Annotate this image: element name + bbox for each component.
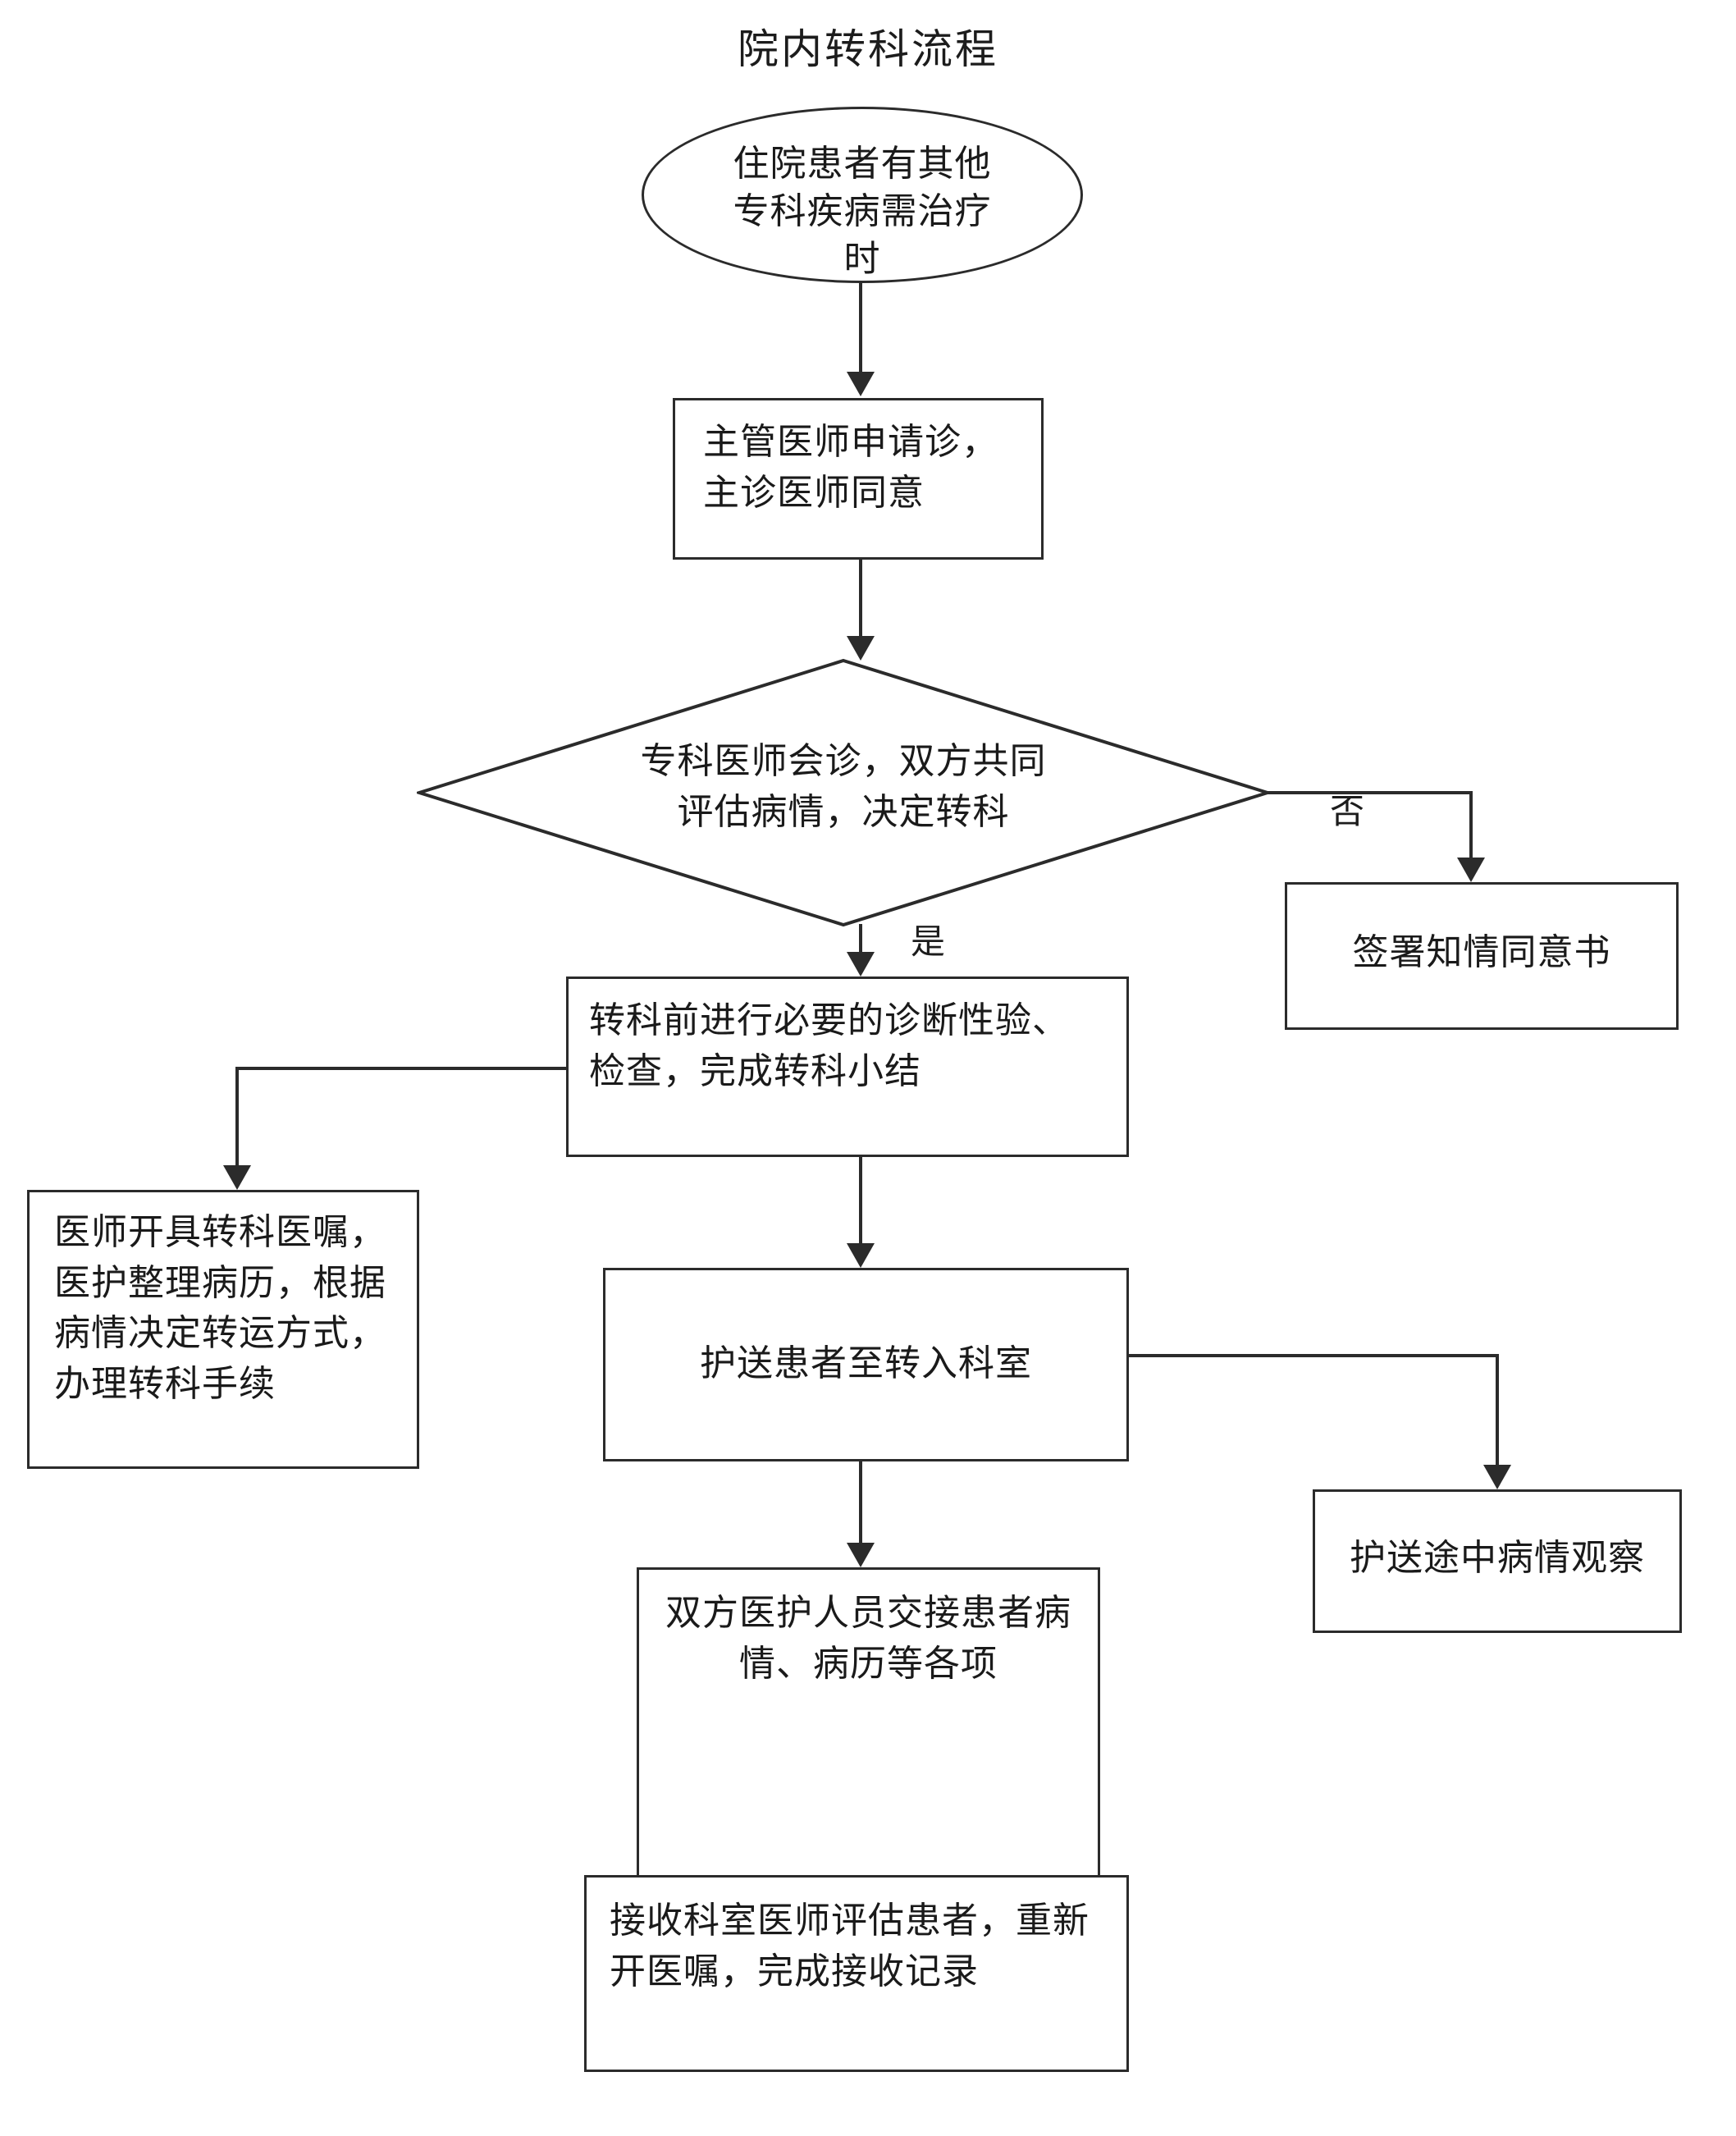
connector-escort-to-observe-vertical <box>1496 1354 1499 1465</box>
edge-label-no: 否 <box>1330 794 1366 831</box>
arrowhead-pretest-to-orders <box>223 1165 251 1190</box>
node-orders-label: 医师开具转科医嘱， 医护整理病历，根据 病情决定转运方式， 办理转科手续 <box>54 1212 386 1404</box>
connector-pretest-to-escort <box>859 1157 862 1243</box>
node-observe-label: 护送途中病情观察 <box>1350 1538 1645 1578</box>
connector-decide-to-consent-horizontal <box>1268 791 1473 794</box>
arrowhead-start-to-apply <box>847 372 875 396</box>
connector-pretest-to-orders-horizontal <box>235 1067 568 1070</box>
node-receive-label: 接收科室医师评估患者，重新 开医嘱，完成接收记录 <box>610 1900 1090 1992</box>
node-escort-label: 护送患者至转入科室 <box>700 1343 1032 1384</box>
arrowhead-decide-to-pretest <box>847 952 875 977</box>
connector-pretest-to-orders-vertical <box>235 1067 239 1165</box>
node-observe[interactable]: 护送途中病情观察 <box>1313 1489 1682 1633</box>
connector-decide-to-pretest <box>859 924 862 952</box>
node-pretest[interactable]: 转科前进行必要的诊断性验、 检查，完成转科小结 <box>566 977 1129 1157</box>
connector-apply-to-decide <box>859 560 862 636</box>
node-start[interactable]: 住院患者有其他 专科疾病需治疗 时 <box>642 107 1083 283</box>
edge-label-yes: 是 <box>911 924 947 962</box>
arrowhead-apply-to-decide <box>847 636 875 661</box>
node-orders[interactable]: 医师开具转科医嘱， 医护整理病历，根据 病情决定转运方式， 办理转科手续 <box>27 1190 419 1469</box>
node-handover-label: 双方医护人员交接患者病 情、病历等各项 <box>665 1593 1071 1684</box>
node-receive[interactable]: 接收科室医师评估患者，重新 开医嘱，完成接收记录 <box>584 1875 1129 2072</box>
connector-escort-to-handover <box>859 1461 862 1543</box>
connector-decide-to-consent-vertical <box>1469 791 1473 858</box>
connector-escort-to-observe-horizontal <box>1128 1354 1499 1357</box>
arrowhead-escort-to-observe <box>1483 1465 1511 1489</box>
node-start-label: 住院患者有其他 专科疾病需治疗 时 <box>733 144 992 280</box>
node-consent[interactable]: 签署知情同意书 <box>1285 882 1679 1030</box>
arrowhead-pretest-to-escort <box>847 1243 875 1268</box>
node-decide[interactable]: 专科医师会诊，双方共同 评估病情，决定转科 <box>417 658 1270 927</box>
node-apply[interactable]: 主管医师申请诊， 主诊医师同意 <box>673 398 1044 560</box>
node-handover[interactable]: 双方医护人员交接患者病 情、病历等各项 <box>637 1567 1100 1896</box>
node-decide-label: 专科医师会诊，双方共同 评估病情，决定转科 <box>640 741 1047 833</box>
arrowhead-escort-to-handover <box>847 1543 875 1567</box>
arrowhead-decide-to-consent <box>1457 858 1485 882</box>
node-apply-label: 主管医师申请诊， 主诊医师同意 <box>703 422 998 513</box>
node-consent-label: 签署知情同意书 <box>1352 932 1611 972</box>
node-pretest-label: 转科前进行必要的诊断性验、 检查，完成转科小结 <box>589 1000 1069 1091</box>
node-escort[interactable]: 护送患者至转入科室 <box>603 1268 1129 1461</box>
connector-start-to-apply <box>859 280 862 372</box>
page-title: 院内转科流程 <box>738 26 998 72</box>
